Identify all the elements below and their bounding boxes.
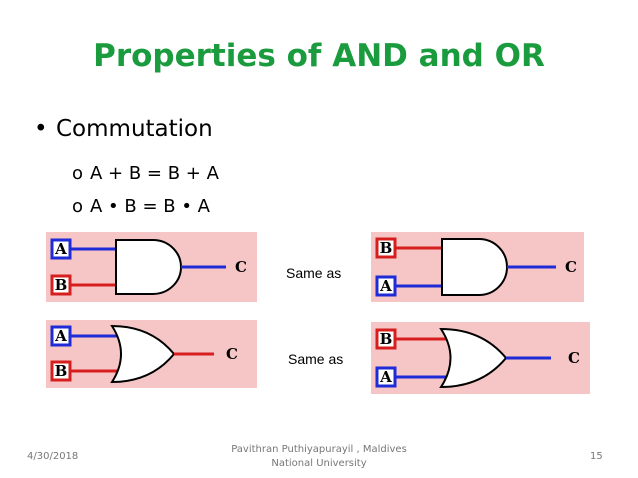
or-gate-icon [110, 324, 176, 384]
footer-page-number: 15 [590, 451, 603, 462]
or-gate-diagram-left: A B C [46, 320, 257, 388]
footer-author-line1: Pavithran Puthiyapurayil , Maldives [231, 444, 407, 455]
input-label-top: B [380, 330, 393, 348]
sub-item-text: A • B = B • A [90, 196, 210, 217]
input-label-top: A [54, 240, 67, 258]
slide-title: Properties of AND and OR [93, 38, 545, 74]
sub-item-or-commutation: o A + B = B + A [72, 163, 219, 184]
sub-item-and-commutation: o A • B = B • A [72, 196, 210, 217]
and-gate-icon [115, 239, 182, 295]
output-label: C [226, 345, 238, 363]
input-b-box [50, 360, 72, 382]
output-label: C [235, 258, 247, 276]
input-label-top: A [54, 327, 67, 345]
footer-date: 4/30/2018 [27, 451, 79, 462]
bullet-commutation: • Commutation [34, 116, 213, 142]
sub-bullet-marker: o [72, 196, 84, 217]
input-a-box [50, 325, 72, 347]
input-label-bottom: B [55, 276, 68, 294]
output-label: C [565, 258, 577, 276]
input-a-box [375, 366, 397, 388]
or-gate-diagram-right: B A C [371, 322, 590, 394]
input-b-box [50, 274, 72, 296]
input-label-bottom: A [379, 277, 392, 295]
footer-author-line2: National University [271, 458, 367, 469]
sub-bullet-marker: o [72, 163, 84, 184]
input-a-box [375, 275, 397, 297]
and-gate-icon [441, 238, 508, 296]
input-label-bottom: A [379, 368, 392, 386]
input-b-box [375, 237, 397, 259]
input-label-top: B [380, 239, 393, 257]
sub-item-text: A + B = B + A [90, 163, 219, 184]
same-as-label-or: Same as [288, 351, 344, 367]
input-b-box [375, 328, 397, 350]
output-label: C [568, 349, 580, 367]
input-label-bottom: B [55, 362, 68, 380]
bullet-dot: • [34, 116, 48, 142]
and-gate-diagram-right: B A C [371, 232, 584, 302]
or-gate-icon [439, 327, 508, 389]
bullet-text: Commutation [56, 116, 213, 142]
footer-author: Pavithran Puthiyapurayil , Maldives Nati… [219, 443, 419, 471]
input-a-box [50, 238, 72, 260]
same-as-label-and: Same as [286, 265, 342, 281]
and-gate-diagram-left: A B C [46, 232, 257, 302]
